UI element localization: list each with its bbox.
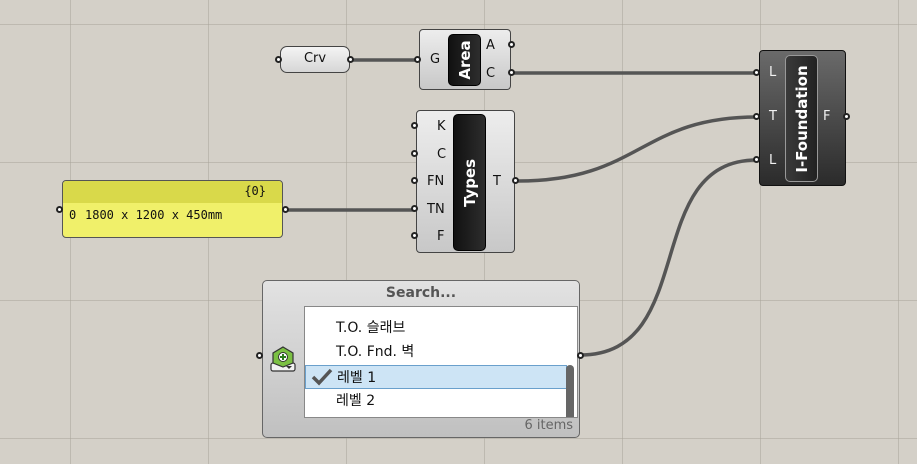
text-panel[interactable]: {0} 0 1800 x 1200 x 450mm xyxy=(62,180,283,238)
value-list-search[interactable]: Search... xyxy=(385,285,457,301)
value-list-count: 6 items xyxy=(524,418,573,433)
value-list-output-grip[interactable] xyxy=(577,352,584,359)
ifoundation-output-f: F xyxy=(823,109,831,124)
ifoundation-component[interactable]: L T L I-Foundation F xyxy=(759,50,846,186)
panel-index: 0 xyxy=(69,208,77,222)
ifoundation-input-grip-l1[interactable] xyxy=(753,69,760,76)
types-input-k: K xyxy=(437,119,446,134)
area-component[interactable]: G Area A C xyxy=(419,29,511,90)
panel-path-header: {0} xyxy=(244,184,266,198)
types-input-grip-c[interactable] xyxy=(411,150,418,157)
value-list-component[interactable]: Search... T.O. 슬래브 T.O. Fnd. 벽 레벨 1 레벨 2… xyxy=(262,280,580,438)
list-item-selected[interactable]: 레벨 1 xyxy=(305,365,567,389)
types-output-t: T xyxy=(493,174,501,189)
value-list-items[interactable]: T.O. 슬래브 T.O. Fnd. 벽 레벨 1 레벨 2 xyxy=(304,306,578,418)
crv-parameter[interactable]: Crv xyxy=(280,46,350,73)
area-output-a: A xyxy=(486,38,495,53)
types-input-grip-tn[interactable] xyxy=(411,205,418,212)
value-list-scrollbar[interactable] xyxy=(566,365,574,417)
panel-output-grip[interactable] xyxy=(282,206,289,213)
types-nickname-block: Types xyxy=(453,114,486,251)
panel-value: 1800 x 1200 x 450mm xyxy=(85,208,223,222)
types-output-grip-t[interactable] xyxy=(512,177,519,184)
panel-header-bar xyxy=(63,181,282,203)
area-output-c: C xyxy=(486,66,496,81)
types-input-tn: TN xyxy=(427,202,445,217)
types-input-f: F xyxy=(437,229,445,244)
panel-input-grip[interactable] xyxy=(56,206,63,213)
checkmark-icon xyxy=(311,368,333,394)
types-input-grip-fn[interactable] xyxy=(411,177,418,184)
list-item[interactable]: 레벨 2 xyxy=(336,393,376,409)
ifoundation-input-l2: L xyxy=(769,153,777,168)
list-item[interactable]: T.O. 슬래브 xyxy=(336,320,406,336)
ifoundation-input-l1: L xyxy=(769,65,777,80)
crv-label: Crv xyxy=(303,51,327,66)
area-input-g: G xyxy=(430,52,441,67)
crv-input-grip[interactable] xyxy=(275,56,282,63)
types-component[interactable]: K C FN TN F Types T xyxy=(416,110,515,253)
area-nickname: Area xyxy=(455,40,474,80)
area-input-grip-g[interactable] xyxy=(414,56,421,63)
crv-output-grip[interactable] xyxy=(347,56,354,63)
ifoundation-input-t: T xyxy=(769,109,777,124)
area-output-grip-a[interactable] xyxy=(508,41,515,48)
ifoundation-input-grip-t[interactable] xyxy=(753,113,760,120)
types-nickname: Types xyxy=(460,158,479,207)
list-item[interactable]: T.O. Fnd. 벽 xyxy=(336,344,415,360)
ifoundation-nickname-block: I-Foundation xyxy=(785,55,818,182)
ifoundation-nickname: I-Foundation xyxy=(792,64,811,173)
area-output-grip-c[interactable] xyxy=(508,69,515,76)
types-input-grip-k[interactable] xyxy=(411,122,418,129)
ifoundation-input-grip-l2[interactable] xyxy=(753,156,760,163)
value-list-input-grip[interactable] xyxy=(256,352,263,359)
value-list-icon xyxy=(269,345,297,373)
types-input-c: C xyxy=(437,147,447,162)
types-input-fn: FN xyxy=(427,174,445,189)
area-nickname-block: Area xyxy=(448,34,481,86)
ifoundation-output-grip-f[interactable] xyxy=(843,113,850,120)
types-input-grip-f[interactable] xyxy=(411,232,418,239)
